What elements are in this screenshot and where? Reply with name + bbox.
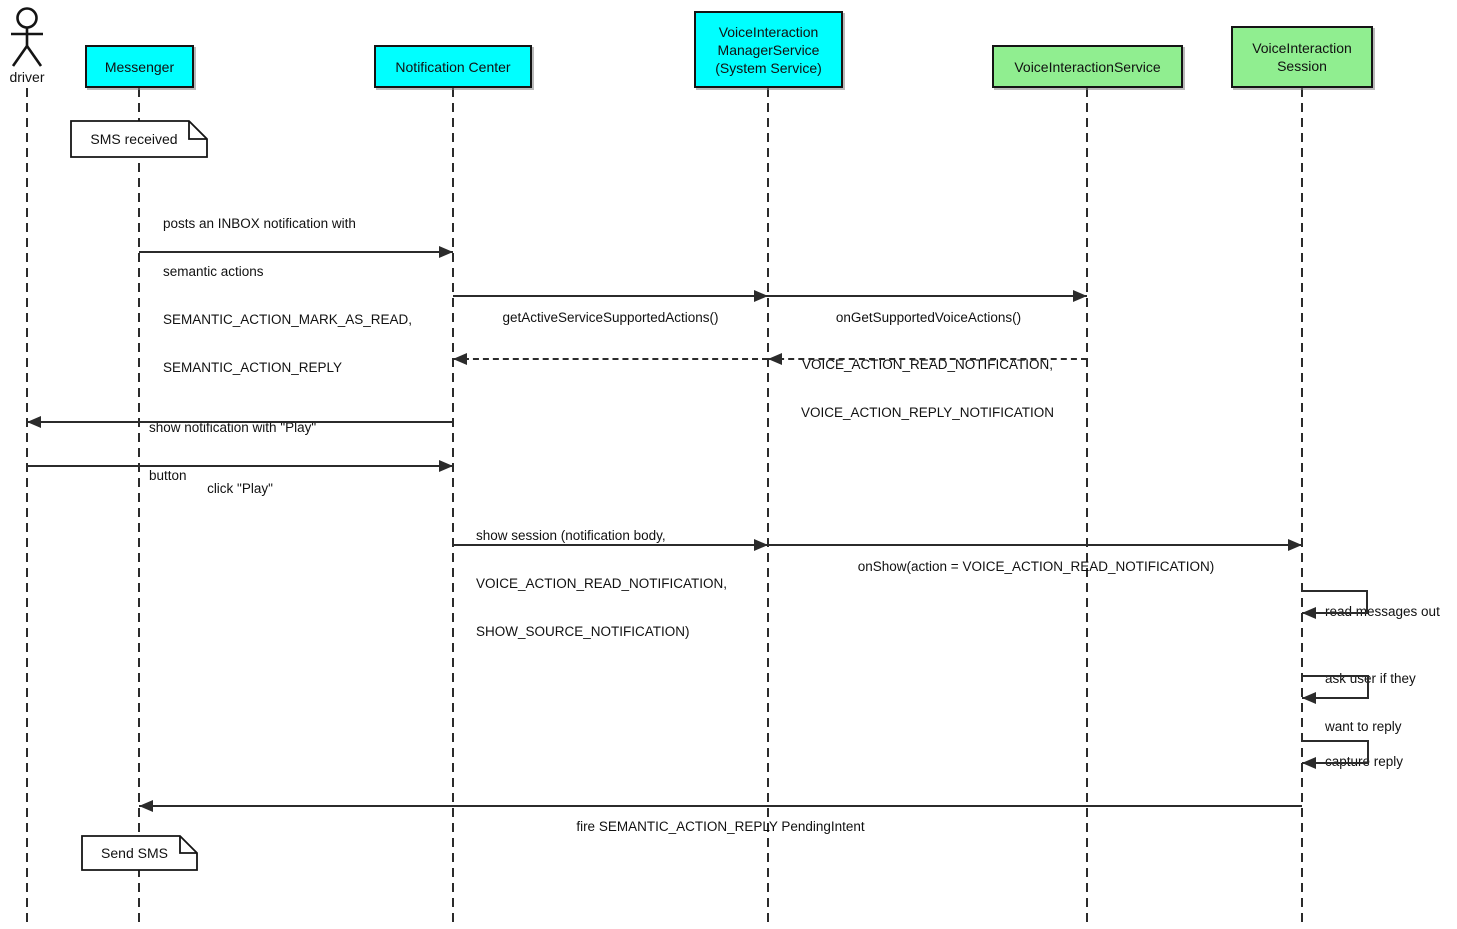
actor-driver-icon bbox=[11, 7, 43, 67]
lifeline-messenger bbox=[138, 88, 140, 926]
message-arrow-line bbox=[768, 295, 1087, 297]
arrowhead-right bbox=[754, 539, 768, 551]
message-arrow-line bbox=[139, 805, 1302, 807]
self-message-loop bbox=[1302, 740, 1369, 764]
participant-messenger: Messenger bbox=[85, 45, 194, 88]
message-label: fire SEMANTIC_ACTION_REPLY PendingIntent bbox=[576, 819, 865, 834]
participant-voice-interaction-service: VoiceInteractionService bbox=[992, 45, 1183, 88]
message-return-line bbox=[768, 358, 1087, 360]
message-label: read messages out bbox=[1325, 604, 1440, 619]
message-label: click "Play" bbox=[207, 481, 273, 496]
arrowhead-left bbox=[453, 353, 467, 365]
message-arrow-line bbox=[453, 295, 768, 297]
arrowhead-right bbox=[439, 246, 453, 258]
message-label: show notification with "Play" button bbox=[149, 420, 317, 483]
arrowhead-left bbox=[768, 353, 782, 365]
arrowhead-left bbox=[1302, 757, 1316, 769]
message-arrow-line bbox=[27, 421, 453, 423]
arrowhead-right bbox=[439, 460, 453, 472]
note-shape bbox=[81, 835, 198, 871]
lifeline-voice-interaction-session bbox=[1301, 88, 1303, 926]
note-text: SMS received bbox=[90, 131, 178, 147]
message-arrow-line bbox=[139, 251, 453, 253]
message-label: onShow(action = VOICE_ACTION_READ_NOTIFI… bbox=[857, 559, 1215, 574]
participant-voice-interaction-session: VoiceInteraction Session bbox=[1231, 26, 1373, 88]
self-message-loop bbox=[1302, 675, 1369, 699]
participant-notification-center: Notification Center bbox=[374, 45, 532, 88]
lifeline-voice-interaction-service bbox=[1086, 88, 1088, 926]
message-label: capture reply bbox=[1325, 754, 1404, 769]
arrowhead-left bbox=[27, 416, 41, 428]
message-label: getActiveServiceSupportedActions() bbox=[502, 310, 719, 325]
note-send-sms: Send SMS bbox=[81, 835, 198, 871]
arrowhead-left bbox=[1302, 692, 1316, 704]
arrowhead-right bbox=[1073, 290, 1087, 302]
message-arrow-line bbox=[453, 544, 768, 546]
lifeline-driver bbox=[26, 88, 28, 926]
message-label: onGetSupportedVoiceActions() bbox=[835, 310, 1022, 325]
participant-voice-interaction-manager-service: VoiceInteraction ManagerService (System … bbox=[694, 11, 843, 88]
message-label: VOICE_ACTION_READ_NOTIFICATION, VOICE_AC… bbox=[800, 357, 1055, 420]
note-text: Send SMS bbox=[101, 845, 168, 861]
participant-label: Messenger bbox=[104, 58, 175, 75]
message-arrow-line bbox=[27, 465, 453, 467]
participant-label: ManagerService bbox=[717, 41, 820, 58]
lifeline-voice-interaction-manager-service bbox=[767, 88, 769, 926]
participant-label: Session bbox=[1277, 58, 1327, 74]
message-return-line bbox=[453, 358, 768, 360]
note-sms-received: SMS received bbox=[70, 120, 208, 158]
arrowhead-right bbox=[1288, 539, 1302, 551]
message-label: show session (notification body, VOICE_A… bbox=[476, 528, 728, 639]
self-message-loop bbox=[1302, 590, 1368, 614]
participant-label: VoiceInteraction bbox=[1252, 40, 1352, 56]
note-shape bbox=[70, 120, 208, 158]
participant-label: VoiceInteraction bbox=[718, 23, 819, 40]
message-label: posts an INBOX notification with semanti… bbox=[163, 216, 413, 375]
actor-driver-label: driver bbox=[9, 69, 45, 85]
arrowhead-left bbox=[139, 800, 153, 812]
participant-label: (System Service) bbox=[715, 59, 822, 76]
message-arrow-line bbox=[768, 544, 1302, 546]
message-label: ask user if they want to reply bbox=[1325, 671, 1416, 734]
arrowhead-left bbox=[1302, 607, 1316, 619]
lifeline-notification-center bbox=[452, 88, 454, 926]
participant-label: VoiceInteractionService bbox=[1014, 58, 1161, 75]
participant-label: Notification Center bbox=[395, 58, 511, 75]
arrowhead-right bbox=[754, 290, 768, 302]
